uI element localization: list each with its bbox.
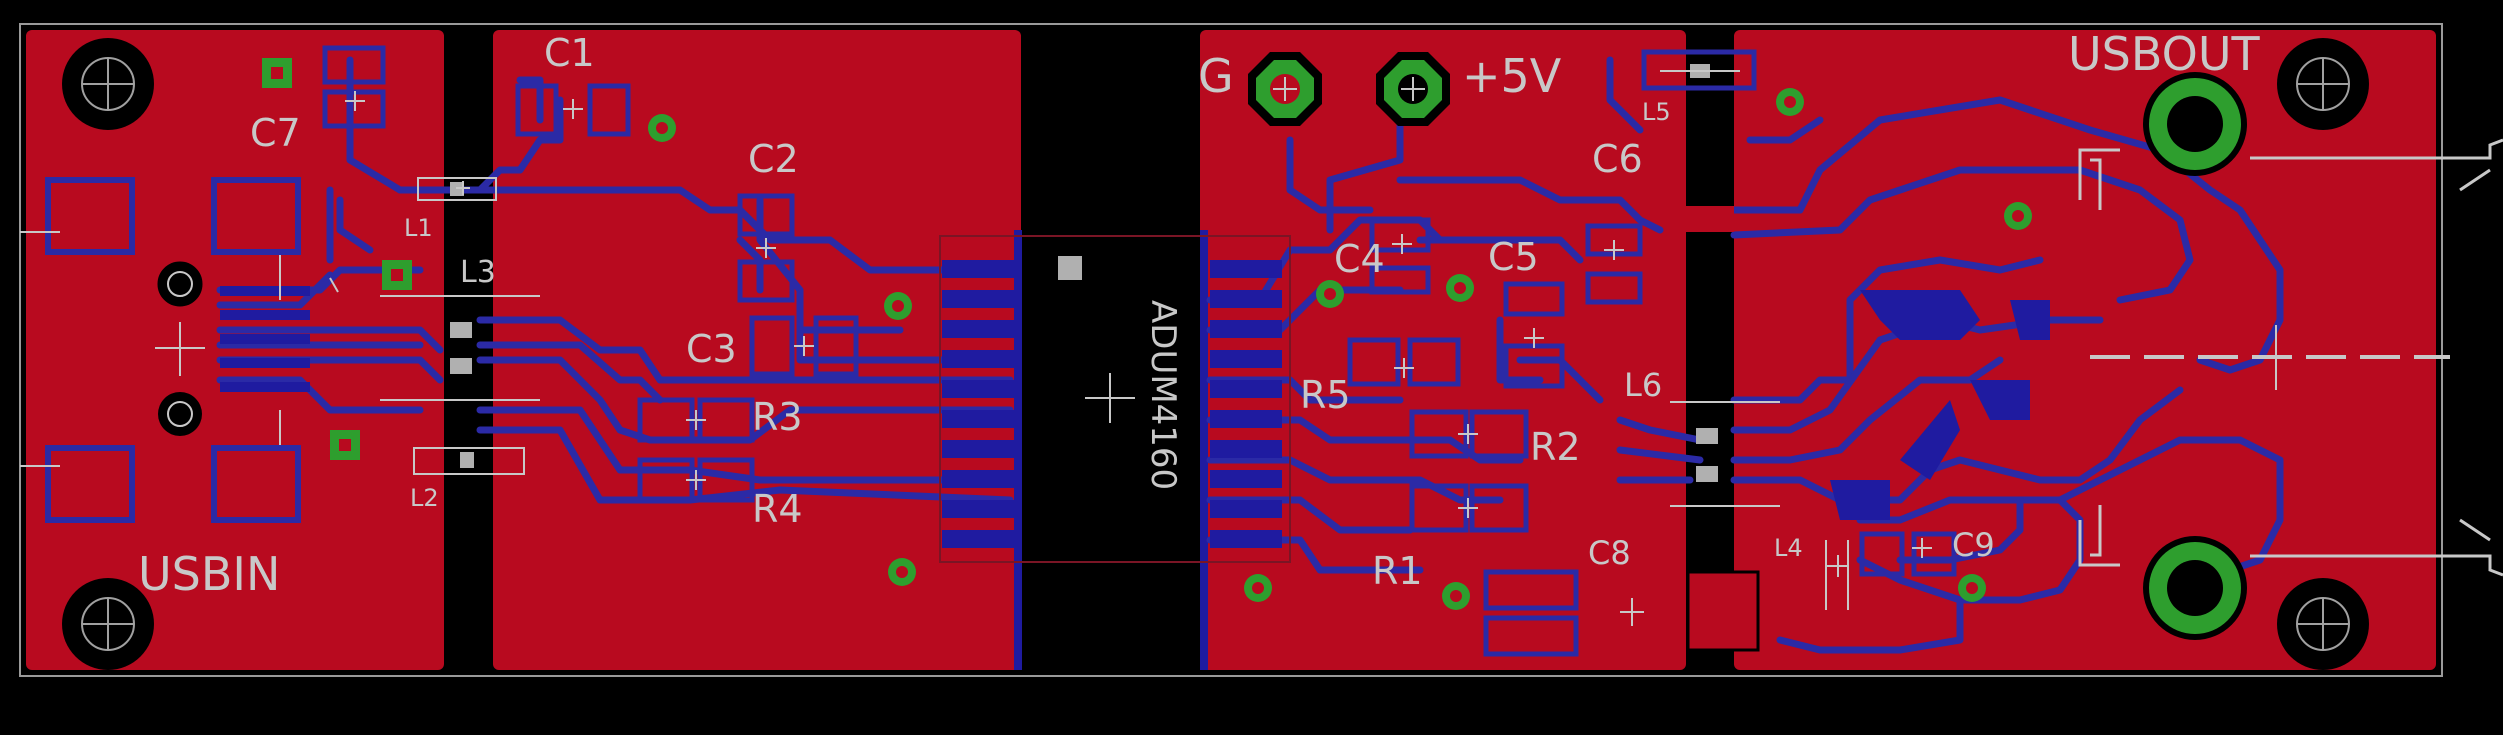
bottom-fills [1830, 290, 2050, 520]
barrier-edges [1014, 230, 1208, 670]
l2-part [413, 447, 525, 475]
l4-part [1825, 540, 1849, 610]
via-square [330, 430, 360, 460]
gnd-label: G [1198, 49, 1234, 103]
l3-label: L3 [460, 255, 496, 290]
c1-label: C1 [544, 31, 595, 75]
vcc-label: +5V [1462, 49, 1562, 103]
ic-label: ADUM4160 [1143, 300, 1183, 490]
usbin-shield-pad [45, 445, 135, 523]
board-outline [19, 23, 2443, 677]
mounting-hole [2277, 38, 2369, 130]
usbin-connector [20, 177, 339, 523]
c7-pad [322, 45, 386, 85]
via-round [1446, 274, 1474, 302]
l5-part [1660, 64, 1740, 78]
c9-label: C9 [1952, 526, 1995, 564]
mounting-holes [62, 38, 2369, 670]
copper-bridge [1686, 206, 1734, 232]
via-round [888, 558, 916, 586]
vcc-pin [1376, 52, 1450, 126]
l1-label: L1 [404, 214, 433, 242]
via-round [884, 292, 912, 320]
mounting-hole [2277, 578, 2369, 670]
silkscreen-labels: USBIN USBOUT G +5V C1 C2 C3 C4 C5 C6 C7 … [138, 27, 2260, 601]
l5-label: L5 [1642, 98, 1671, 126]
gnd-pin [1248, 52, 1322, 126]
mounting-hole [62, 578, 154, 670]
r1-label: R1 [1372, 549, 1423, 593]
via-round [1316, 280, 1344, 308]
r5-label: R5 [1300, 373, 1351, 417]
vias [262, 58, 2032, 610]
via-round [2004, 202, 2032, 230]
c6-label: C6 [1592, 137, 1643, 181]
copper-pad-l4 [1686, 570, 1760, 652]
r4-label: R4 [752, 487, 803, 531]
r3-label: R3 [752, 395, 803, 439]
l2-label: L2 [410, 484, 439, 512]
l3-part [380, 295, 540, 401]
via-round [1442, 582, 1470, 610]
usbin-locating-hole [157, 261, 203, 436]
ferrite-parts [380, 64, 1849, 610]
c8-label: C8 [1588, 534, 1631, 572]
via-square [382, 260, 412, 290]
via-round [1244, 574, 1272, 602]
ic-silkscreen [939, 235, 1291, 563]
pour-iso-left [493, 30, 1021, 670]
usbin-label: USBIN [138, 547, 280, 601]
usbin-shield-pad [211, 177, 301, 255]
via-square [262, 58, 292, 88]
via-round [648, 114, 676, 142]
ic-adum4160: ADUM4160 [939, 230, 1291, 670]
r2-label: R2 [1530, 425, 1581, 469]
usbin-shield-pad [211, 445, 301, 523]
c3-label: C3 [686, 327, 737, 371]
usbin-shield-pad [45, 177, 135, 255]
c2-label: C2 [748, 137, 799, 181]
via-round [1958, 574, 1986, 602]
c4-label: C4 [1334, 237, 1385, 281]
components [322, 45, 1957, 657]
l4-label: L4 [1774, 534, 1803, 562]
mounting-hole [62, 38, 154, 130]
c7-label: C7 [250, 111, 301, 155]
l6-part [1670, 401, 1780, 507]
usbout-label: USBOUT [2068, 27, 2260, 81]
c5-label: C5 [1488, 235, 1539, 279]
usbout-connector [2078, 72, 2503, 640]
l6-label: L6 [1624, 366, 1662, 404]
via-round [1776, 88, 1804, 116]
pour-iso-right [1200, 30, 1686, 670]
ic-pin1-marker [1058, 256, 1082, 280]
header-pins [1248, 52, 1450, 126]
